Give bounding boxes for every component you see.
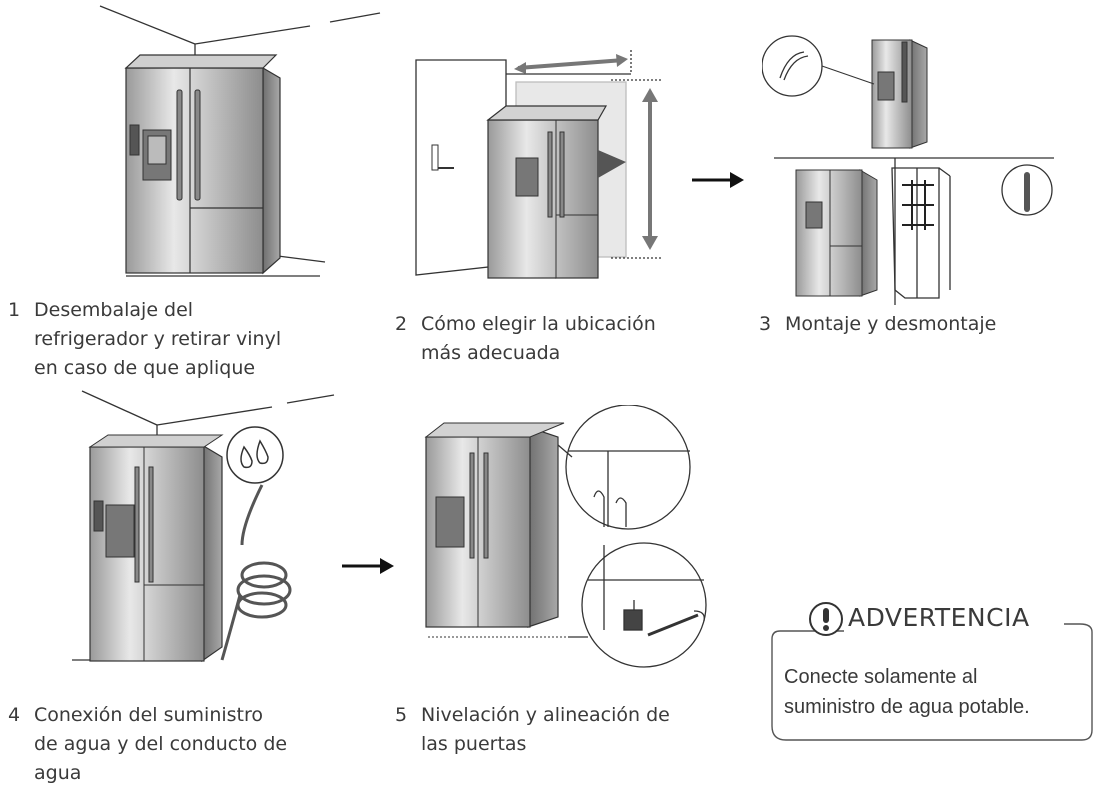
step-text-line: las puertas <box>421 733 527 755</box>
step-4-caption: 4 Conexión del suministro de agua y del … <box>8 701 287 788</box>
step-text-line: de agua y del conducto de <box>34 733 288 755</box>
step-number: 3 <box>759 313 772 335</box>
step-text-line: en caso de que aplique <box>34 357 256 379</box>
warning-text-line: Conecte solamente al <box>784 666 978 688</box>
step-number: 1 <box>8 299 21 321</box>
step-5-caption: 5 Nivelación y alineación de las puertas <box>395 701 670 759</box>
step-text-line: Nivelación y alineación de <box>421 704 670 726</box>
step-number: 4 <box>8 704 21 726</box>
warning-text-line: suministro de agua potable. <box>784 696 1030 718</box>
water-drops-icon <box>226 426 284 484</box>
step-number: 2 <box>395 313 408 335</box>
step-text-line: refrigerador y retirar vinyl <box>34 328 282 350</box>
step-text-line: Desembalaje del <box>34 299 194 321</box>
exclamation-circle-icon <box>809 602 843 636</box>
right-arrow-icon <box>692 172 744 188</box>
step-2-caption: 2 Cómo elegir la ubicación más adecuada <box>395 310 656 368</box>
warning-title: ADVERTENCIA <box>848 603 1030 632</box>
water-connection-illustration <box>72 390 335 663</box>
step-1-caption: 1 Desembalaje del refrigerador y retirar… <box>8 296 281 383</box>
step-number: 5 <box>395 704 408 726</box>
step-text-line: Cómo elegir la ubicación <box>421 313 656 335</box>
step-text-line: agua <box>34 762 82 784</box>
warning-box-frame <box>771 623 1093 741</box>
step-3-caption: 3 Montaje y desmontaje <box>759 310 996 339</box>
step-text-line: más adecuada <box>421 342 561 364</box>
assembly-illustration <box>762 35 1054 305</box>
leveling-illustration <box>424 405 707 668</box>
location-choice-illustration <box>415 50 661 279</box>
step-text-line: Montaje y desmontaje <box>785 313 997 335</box>
warning-text: Conecte solamente al suministro de agua … <box>784 662 1030 722</box>
fridge-corner-illustration <box>99 5 381 277</box>
right-arrow-icon <box>342 558 394 574</box>
step-text-line: Conexión del suministro <box>34 704 264 726</box>
